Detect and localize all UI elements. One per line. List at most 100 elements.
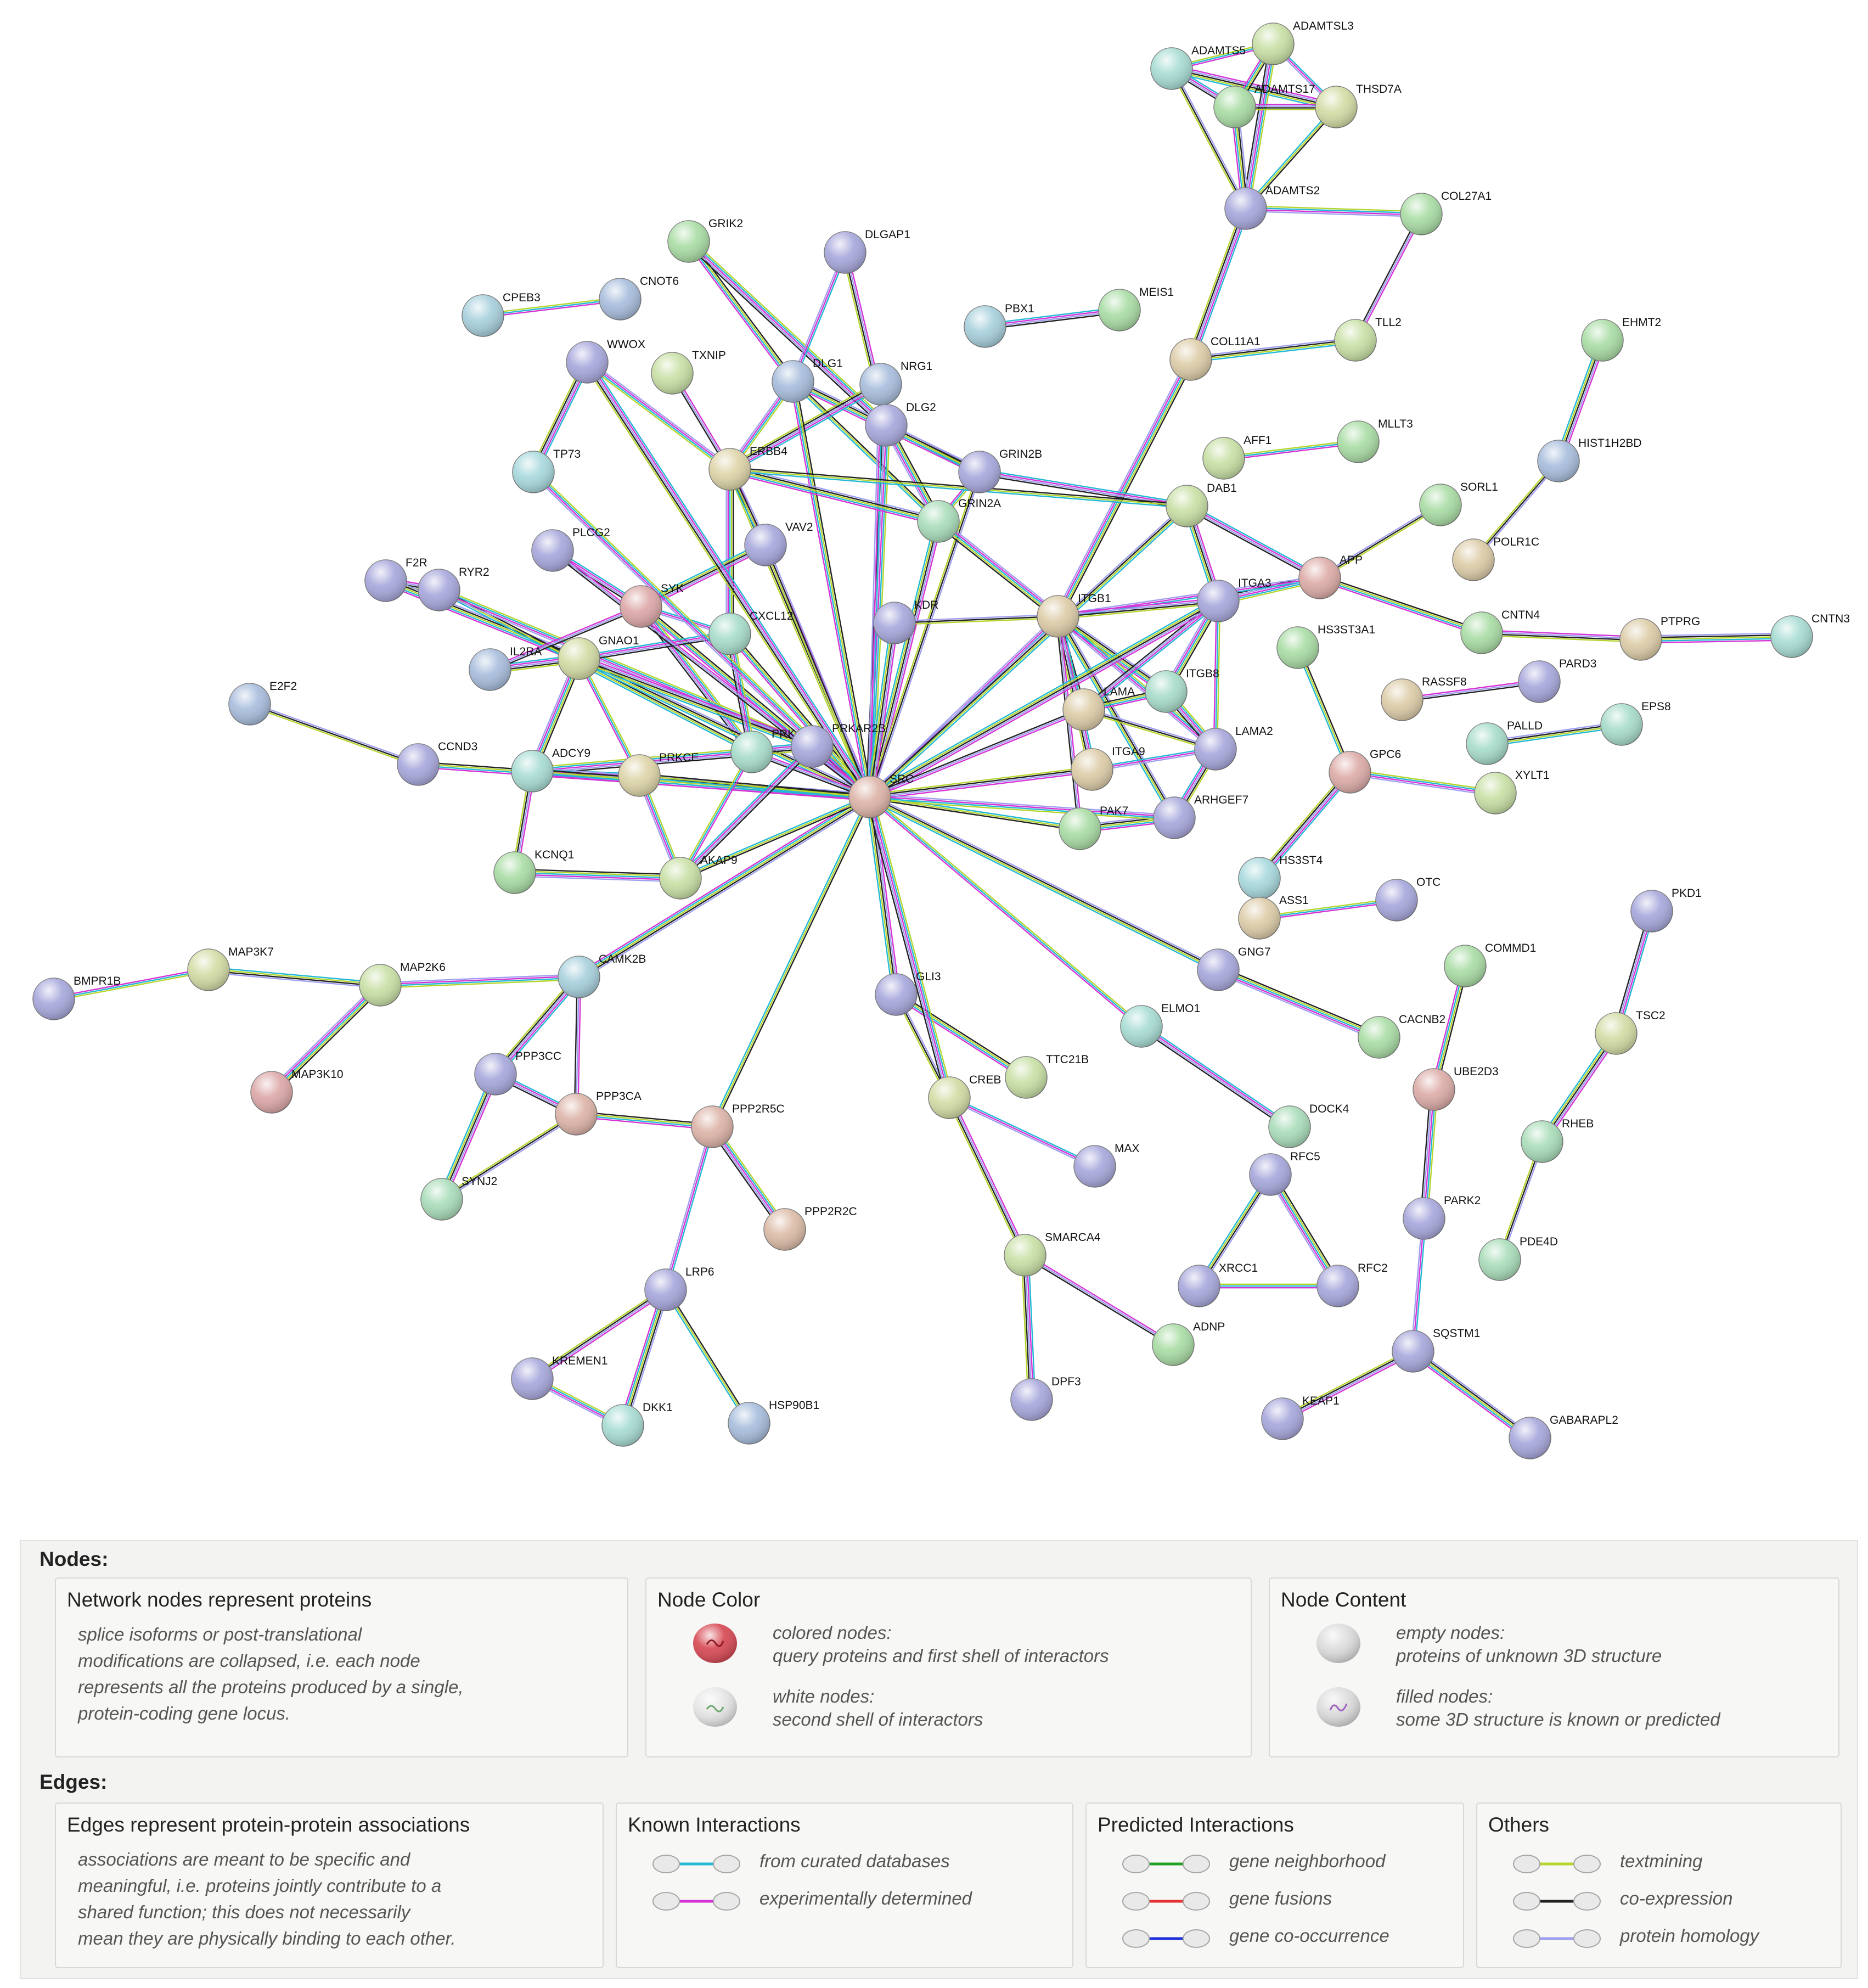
node-keap1[interactable]: KEAP1 (1261, 1395, 1340, 1440)
node-elmo1[interactable]: ELMO1 (1120, 1002, 1200, 1048)
node-itga9[interactable]: ITGA9 (1071, 745, 1145, 791)
node-lama[interactable]: LAMA (1062, 686, 1135, 731)
node-syk[interactable]: SYK (620, 582, 684, 628)
node-ryr2[interactable]: RYR2 (418, 566, 489, 611)
node-dlg2[interactable]: DLG2 (865, 401, 936, 447)
node-nrg1[interactable]: NRG1 (859, 360, 932, 406)
node-pak7[interactable]: PAK7 (1059, 805, 1128, 850)
node-dpf3[interactable]: DPF3 (1010, 1375, 1081, 1421)
node-app[interactable]: APP (1298, 554, 1363, 599)
node-prkar2b[interactable]: PRKAR2B (791, 722, 886, 768)
node-pde4d[interactable]: PDE4D (1478, 1236, 1558, 1281)
node-gng7[interactable]: GNG7 (1197, 946, 1271, 991)
node-itgb1[interactable]: ITGB1 (1037, 592, 1111, 638)
node-gnao1[interactable]: GNAO1 (558, 634, 639, 680)
node-sqstm1[interactable]: SQSTM1 (1392, 1327, 1480, 1373)
node-arhgef7[interactable]: ARHGEF7 (1153, 794, 1248, 839)
node-creb[interactable]: CREB (928, 1074, 1001, 1119)
node-ptprg[interactable]: PTPRG (1619, 615, 1700, 661)
node-hsp90b1[interactable]: HSP90B1 (728, 1399, 819, 1445)
node-gpc6[interactable]: GPC6 (1329, 748, 1401, 794)
node-camk2b[interactable]: CAMK2B (558, 953, 646, 998)
node-src[interactable]: SRC (848, 773, 914, 818)
node-col11a1[interactable]: COL11A1 (1169, 335, 1261, 381)
node-adamts17[interactable]: ADAMTS17 (1213, 83, 1315, 128)
node-hs3st3a1[interactable]: HS3ST3A1 (1276, 624, 1375, 669)
node-smarca4[interactable]: SMARCA4 (1004, 1231, 1101, 1277)
node-kdr[interactable]: KDR (873, 599, 938, 644)
node-ube2d3[interactable]: UBE2D3 (1413, 1065, 1499, 1111)
node-akap9[interactable]: AKAP9 (659, 854, 738, 900)
node-col27a1[interactable]: COL27A1 (1400, 190, 1492, 235)
node-xylt1[interactable]: XYLT1 (1474, 769, 1550, 815)
node-ccnd3[interactable]: CCND3 (397, 740, 477, 786)
node-xrcc1[interactable]: XRCC1 (1178, 1262, 1258, 1307)
node-polr1c[interactable]: POLR1C (1452, 536, 1539, 581)
node-tll2[interactable]: TLL2 (1334, 316, 1402, 362)
node-ppp2r2c[interactable]: PPP2R2C (763, 1205, 857, 1251)
node-eps8[interactable]: EPS8 (1600, 700, 1671, 746)
node-mllt3[interactable]: MLLT3 (1337, 418, 1413, 463)
node-gli3[interactable]: GLI3 (875, 970, 941, 1016)
node-dlg1[interactable]: DLG1 (772, 357, 843, 403)
node-e2f2[interactable]: E2F2 (228, 680, 297, 726)
node-lrp6[interactable]: LRP6 (644, 1266, 714, 1311)
node-map2k6[interactable]: MAP2K6 (359, 961, 446, 1007)
node-otc[interactable]: OTC (1375, 876, 1441, 922)
node-map3k10[interactable]: MAP3K10 (250, 1068, 344, 1114)
node-plcg2[interactable]: PLCG2 (531, 526, 610, 572)
node-ttc21b[interactable]: TTC21B (1005, 1053, 1089, 1099)
node-synj2[interactable]: SYNJ2 (420, 1175, 497, 1221)
node-itgb8[interactable]: ITGB8 (1145, 667, 1219, 713)
node-lama2[interactable]: LAMA2 (1194, 725, 1273, 771)
node-gabarapl2[interactable]: GABARAPL2 (1509, 1414, 1618, 1459)
node-palld[interactable]: PALLD (1466, 720, 1543, 765)
node-cpeb3[interactable]: CPEB3 (462, 291, 541, 337)
node-ppp3cc[interactable]: PPP3CC (474, 1050, 561, 1096)
node-wwox[interactable]: WWOX (566, 338, 645, 384)
node-ppp3ca[interactable]: PPP3CA (555, 1090, 642, 1136)
node-cnot6[interactable]: CNOT6 (599, 275, 679, 321)
node-adamts5[interactable]: ADAMTS5 (1150, 44, 1246, 90)
node-tp73[interactable]: TP73 (512, 448, 581, 493)
node-rheb[interactable]: RHEB (1521, 1117, 1594, 1163)
node-ass1[interactable]: ASS1 (1238, 894, 1309, 940)
node-ppp2r5c[interactable]: PPP2R5C (691, 1103, 785, 1148)
node-txnip[interactable]: TXNIP (651, 349, 726, 395)
node-adamts2[interactable]: ADAMTS2 (1224, 184, 1320, 230)
node-meis1[interactable]: MEIS1 (1098, 286, 1174, 332)
node-map3k7[interactable]: MAP3K7 (187, 946, 274, 991)
node-dkk1[interactable]: DKK1 (601, 1401, 673, 1447)
node-erbb4[interactable]: ERBB4 (708, 445, 787, 491)
node-f2r[interactable]: F2R (364, 557, 427, 602)
node-rfc5[interactable]: RFC5 (1249, 1150, 1320, 1196)
node-hist1h2bd[interactable]: HIST1H2BD (1537, 437, 1642, 482)
node-itga3[interactable]: ITGA3 (1197, 577, 1271, 622)
node-pbx1[interactable]: PBX1 (964, 302, 1034, 348)
node-adcy9[interactable]: ADCY9 (511, 747, 590, 793)
node-park2[interactable]: PARK2 (1403, 1194, 1481, 1240)
node-thsd7a[interactable]: THSD7A (1315, 83, 1402, 128)
node-commd1[interactable]: COMMD1 (1444, 942, 1536, 987)
node-tsc2[interactable]: TSC2 (1595, 1009, 1666, 1055)
node-prkce[interactable]: PRKCE (618, 751, 699, 797)
node-dlgap1[interactable]: DLGAP1 (824, 228, 910, 274)
node-pard3[interactable]: PARD3 (1518, 658, 1596, 703)
node-adamtsl3[interactable]: ADAMTSL3 (1252, 20, 1354, 65)
node-cntn3[interactable]: CNTN3 (1770, 613, 1850, 658)
node-grin2a[interactable]: GRIN2A (917, 497, 1001, 543)
node-kcnq1[interactable]: KCNQ1 (493, 849, 574, 894)
node-grin2b[interactable]: GRIN2B (958, 448, 1042, 493)
node-rassf8[interactable]: RASSF8 (1381, 676, 1467, 721)
node-adnp[interactable]: ADNP (1152, 1321, 1225, 1366)
node-bmpr1b[interactable]: BMPR1B (32, 975, 121, 1020)
node-dock4[interactable]: DOCK4 (1268, 1103, 1349, 1148)
node-max[interactable]: MAX (1073, 1142, 1140, 1188)
node-aff1[interactable]: AFF1 (1202, 434, 1271, 480)
node-pkd1[interactable]: PKD1 (1630, 887, 1702, 933)
node-cntn4[interactable]: CNTN4 (1460, 609, 1540, 654)
node-ehmt2[interactable]: EHMT2 (1581, 316, 1661, 362)
node-sorl1[interactable]: SORL1 (1419, 481, 1498, 526)
node-cxcl12[interactable]: CXCL12 (708, 610, 793, 655)
node-kremen1[interactable]: KREMEN1 (511, 1355, 608, 1400)
